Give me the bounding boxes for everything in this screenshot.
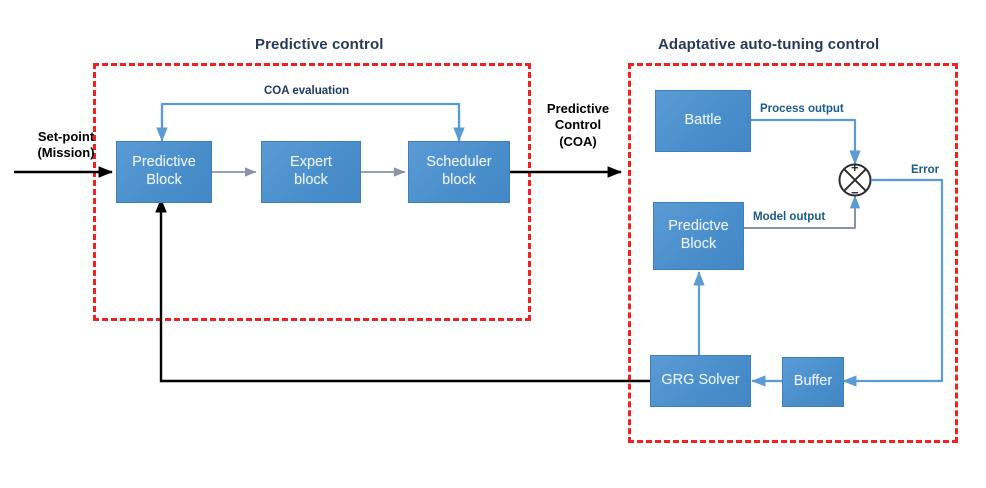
predictive-control-title: Predictive control (255, 36, 384, 53)
set-point-label: Set-point (Mission) (37, 129, 95, 161)
process-output-label: Process output (760, 103, 844, 115)
summing-minus-sign: − (851, 185, 859, 200)
coa-evaluation-label: COA evaluation (264, 85, 350, 97)
model-output-label: Model output (753, 211, 826, 223)
grg-solver-block[interactable]: GRG Solver (650, 355, 751, 407)
predictve-block[interactable]: Predictve Block (653, 202, 744, 270)
buffer-block[interactable]: Buffer (782, 357, 844, 407)
scheduler-block[interactable]: Scheduler block (408, 141, 510, 203)
predictive-block[interactable]: Predictive Block (116, 141, 212, 203)
adaptative-auto-tuning-control-title: Adaptative auto-tuning control (658, 36, 880, 53)
battle-block[interactable]: Battle (655, 90, 751, 152)
error-label: Error (911, 164, 940, 176)
expert-block[interactable]: Expert block (261, 141, 361, 203)
summing-plus-sign: + (851, 160, 859, 175)
predictive-control-coa-label: Predictive Control (COA) (546, 101, 610, 149)
